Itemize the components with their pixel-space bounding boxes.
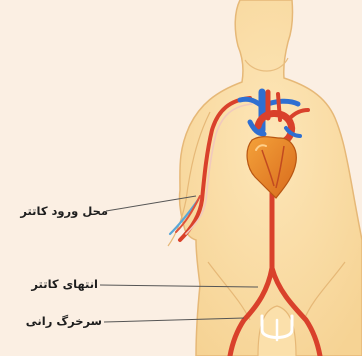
label-femoral-artery: سرخرگ رانی xyxy=(14,316,102,328)
label-catheter-tip: انتهای کاتتر xyxy=(14,279,98,291)
label-insertion-site: محل ورود کاتتر xyxy=(8,206,108,218)
